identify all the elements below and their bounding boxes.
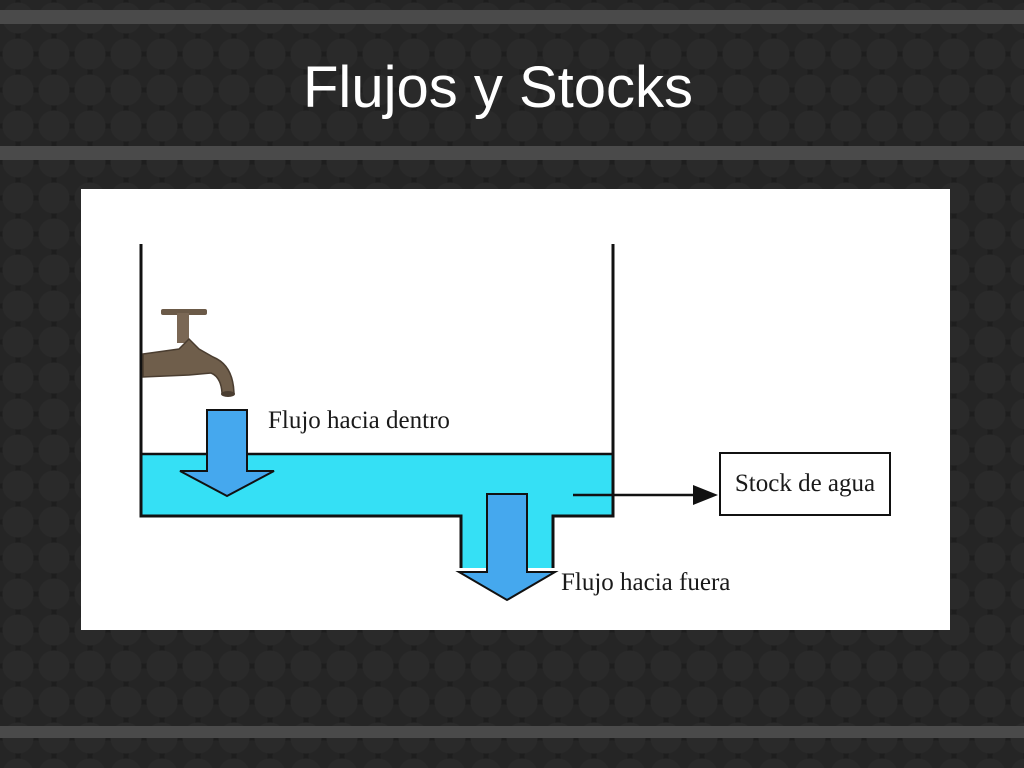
pointer-arrow-icon (573, 485, 718, 505)
stock-label: Stock de agua (734, 470, 876, 497)
title-divider-band (0, 146, 1024, 160)
stock-box: Stock de agua (719, 452, 891, 516)
outflow-label: Flujo hacia fuera (561, 569, 731, 596)
top-band (0, 10, 1024, 24)
bottom-band (0, 726, 1024, 738)
diagram-panel: Flujo hacia dentro Flujo hacia fuera Sto… (81, 189, 950, 630)
tank-outline (139, 244, 615, 568)
outflow-arrow-icon (455, 493, 559, 602)
inflow-label: Flujo hacia dentro (268, 407, 450, 434)
inflow-arrow-icon (179, 409, 275, 498)
faucet-icon (142, 309, 235, 397)
flow-diagram (139, 244, 718, 602)
slide-title: Flujos y Stocks (303, 55, 693, 120)
